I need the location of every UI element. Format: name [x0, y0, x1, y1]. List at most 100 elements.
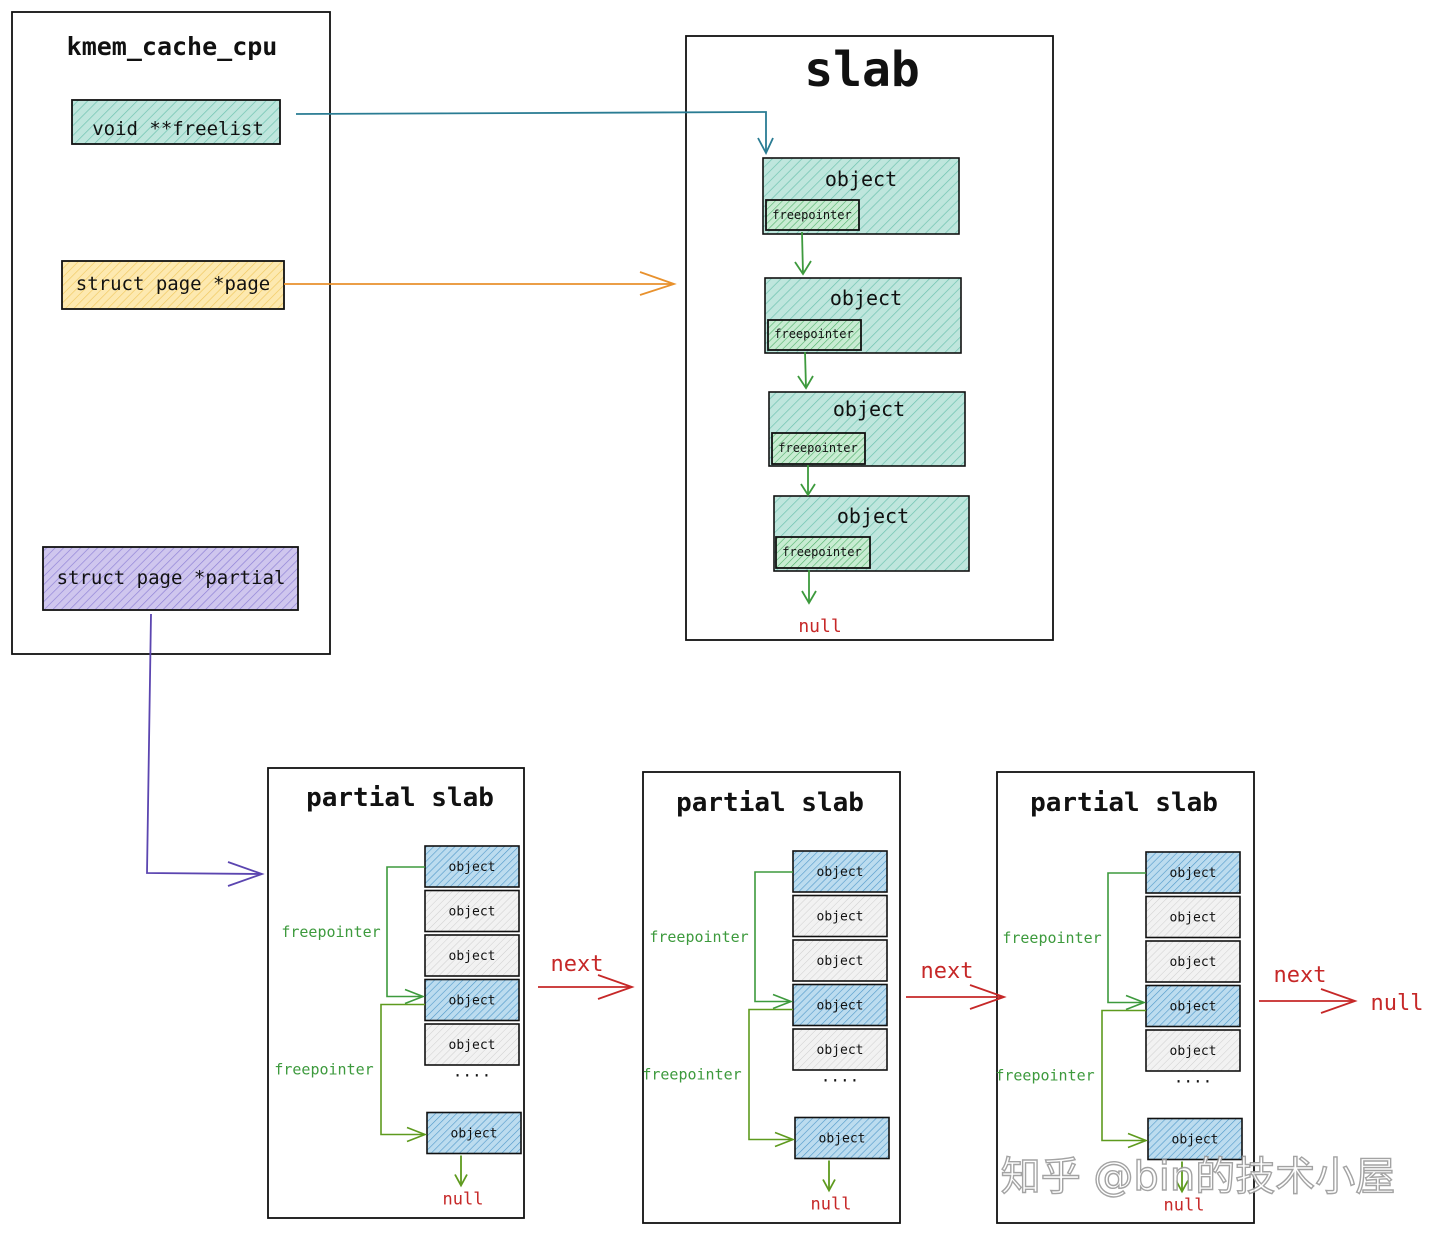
- partial-object-cell: object: [424, 845, 520, 888]
- object-label: object: [451, 1127, 498, 1142]
- freepointer-link: [386, 866, 425, 998]
- object-label: object: [819, 1132, 866, 1147]
- arrow-head: [404, 988, 426, 1005]
- partial-object-cell-last: object: [426, 1111, 522, 1155]
- partial-object-cell: object: [1145, 1029, 1241, 1072]
- slab-title: slab: [804, 42, 920, 98]
- object-label: object: [449, 994, 496, 1009]
- freepointer-label: freepointer: [995, 1067, 1094, 1085]
- partial-null-label: null: [443, 1190, 484, 1210]
- object-label: object: [449, 1038, 496, 1053]
- freepointer-link: [748, 1008, 793, 1141]
- next-label: next: [1274, 963, 1327, 988]
- partial-object-cell-last: object: [1147, 1117, 1243, 1161]
- next-links: next next next null: [538, 952, 1423, 1016]
- freepointer-label: freepointer: [642, 1066, 741, 1084]
- object-label: object: [449, 905, 496, 920]
- object-label: object: [817, 1043, 864, 1058]
- object-label: object: [1170, 911, 1217, 926]
- object-label: object: [1170, 866, 1217, 881]
- freepointer-link: [754, 871, 793, 1003]
- object-label: object: [1170, 1000, 1217, 1015]
- ellipsis: ....: [1174, 1068, 1213, 1087]
- partial-field: struct page *partial: [42, 546, 299, 611]
- partial-object-cell: object: [424, 1023, 520, 1066]
- final-null-label: null: [1371, 991, 1424, 1016]
- partial-object-cell: object: [424, 978, 520, 1022]
- partial-object-cell: object: [792, 894, 888, 938]
- arrow-head: [822, 1179, 836, 1193]
- next-arrow-1: next: [538, 952, 635, 1000]
- next-arrow-2: next: [906, 959, 1007, 1010]
- arrow-head: [1175, 1180, 1189, 1194]
- kmem-cache-cpu-title: kmem_cache_cpu: [67, 32, 278, 61]
- slab-object-2: object freepointer: [764, 277, 962, 354]
- cpu-arrows: [146, 111, 774, 887]
- partial-null-label: null: [1164, 1196, 1205, 1216]
- partial-slab-title: partial slab: [1030, 788, 1218, 818]
- partial-slab-title: partial slab: [676, 788, 864, 818]
- partial-slab-3: partial slab object object object object obje…: [995, 771, 1255, 1224]
- freepointer-label: freepointer: [782, 545, 861, 559]
- partial-object-cell: object: [792, 850, 888, 893]
- partial-slab-1: partial slab object object object object obje…: [267, 767, 525, 1219]
- partial-label: struct page *partial: [57, 567, 286, 589]
- page-arrow: [284, 271, 677, 296]
- object-label: object: [833, 397, 905, 421]
- object-label: object: [837, 504, 909, 528]
- page-label: struct page *page: [76, 273, 270, 295]
- partial-null-label: null: [811, 1195, 852, 1215]
- freepointer-label: freepointer: [281, 923, 380, 941]
- arrow-head: [406, 1126, 428, 1143]
- partial-object-cell: object: [424, 889, 520, 933]
- slab-object-1: object freepointer: [762, 157, 960, 235]
- object-label: object: [1172, 1133, 1219, 1148]
- object-label: object: [817, 999, 864, 1014]
- page-field: struct page *page: [61, 260, 285, 310]
- slab-null-label: null: [798, 616, 841, 637]
- next-label: next: [921, 959, 974, 984]
- partial-slab-list: partial slabobjectobjectobjectobjectobje…: [267, 767, 1255, 1224]
- object-label: object: [817, 865, 864, 880]
- slab-free-chain: [794, 231, 817, 605]
- freepointer-label: freepointer: [274, 1061, 373, 1079]
- freepointer-label: freepointer: [649, 928, 748, 946]
- arrow-head: [774, 1131, 796, 1148]
- slab-box: slab object freepointer object freepoint…: [685, 35, 1054, 641]
- freelist-label: void **freelist: [92, 118, 264, 140]
- partial-object-cell: object: [1145, 940, 1241, 983]
- slab-object-4: object freepointer: [773, 495, 970, 572]
- partial-object-cell: object: [1145, 895, 1241, 939]
- freepointer-label: freepointer: [772, 208, 851, 222]
- object-label: object: [1170, 955, 1217, 970]
- arrow-head: [772, 993, 794, 1010]
- partial-object-cell: object: [424, 934, 520, 977]
- freepointer-link: [380, 1003, 425, 1136]
- partial-object-cell: object: [792, 983, 888, 1027]
- freepointer-label: freepointer: [778, 441, 857, 455]
- freepointer-link: [1107, 872, 1146, 1004]
- partial-arrow: [146, 613, 265, 887]
- freepointer-label: freepointer: [1002, 929, 1101, 947]
- object-label: object: [1170, 1044, 1217, 1059]
- object-label: object: [449, 949, 496, 964]
- partial-object-cell: object: [1145, 984, 1241, 1028]
- object-label: object: [449, 860, 496, 875]
- freelist-field: void **freelist: [71, 99, 281, 145]
- next-label: next: [551, 952, 604, 977]
- slab-object-3: object freepointer: [768, 391, 966, 467]
- arrow-head: [454, 1174, 468, 1188]
- partial-object-cell-last: object: [794, 1116, 890, 1160]
- ellipsis: ....: [453, 1062, 492, 1081]
- kmem-cache-cpu-box: kmem_cache_cpu void **freelist struct pa…: [11, 11, 331, 655]
- partial-slab-title: partial slab: [306, 783, 494, 813]
- arrow-head: [1127, 1132, 1149, 1149]
- partial-slab-2: partial slabobjectobjectobjectobjectobje…: [642, 771, 901, 1224]
- partial-object-cell: object: [792, 939, 888, 982]
- partial-object-cell: object: [1145, 851, 1241, 894]
- object-label: object: [830, 286, 902, 310]
- next-arrow-3: next null: [1259, 963, 1423, 1016]
- freepointer-link: [1101, 1009, 1146, 1142]
- partial-object-cell: object: [792, 1028, 888, 1071]
